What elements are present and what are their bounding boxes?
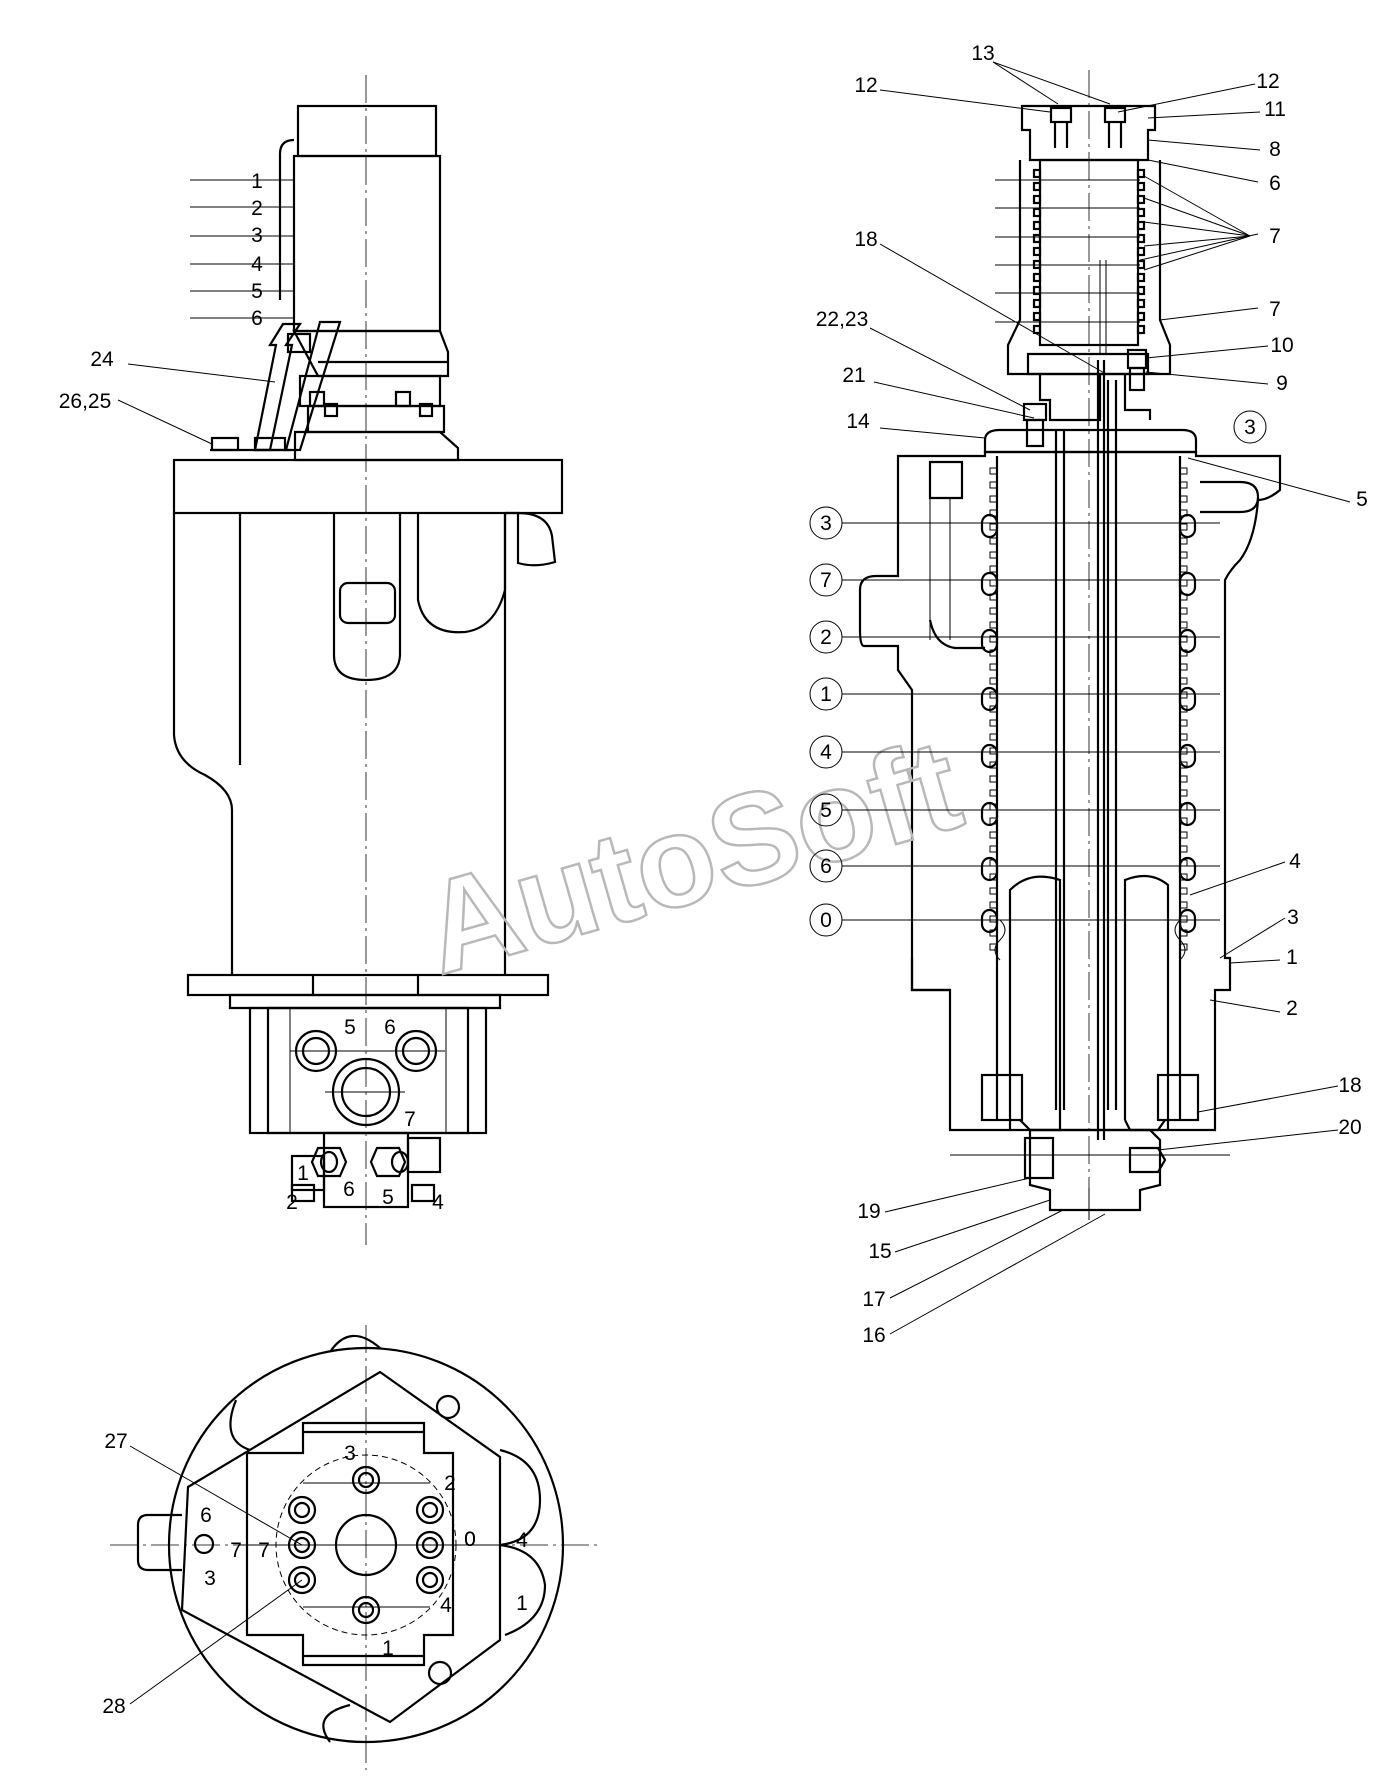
callout-18: 18 xyxy=(1338,1074,1361,1097)
callout-7: 7 xyxy=(230,1539,242,1562)
callout-2: 2 xyxy=(251,197,263,220)
callout-1: 1 xyxy=(251,170,263,193)
circled-position-label: 1 xyxy=(820,683,832,706)
circled-position-label: 2 xyxy=(820,626,832,649)
callout-11: 11 xyxy=(1264,98,1286,121)
circled-position-label: 3 xyxy=(1244,416,1256,439)
left-side-view xyxy=(172,75,564,1245)
callout-4: 4 xyxy=(1289,850,1301,873)
callout-5: 5 xyxy=(251,280,263,303)
circled-position-label: 5 xyxy=(820,799,832,822)
callout-2: 2 xyxy=(1286,997,1298,1020)
callout-3: 3 xyxy=(344,1442,356,1465)
callout-1: 1 xyxy=(382,1637,394,1660)
callout-7: 7 xyxy=(404,1108,416,1131)
callout-24: 24 xyxy=(90,348,114,371)
callout-6: 6 xyxy=(251,307,263,330)
callout-13: 13 xyxy=(971,42,994,65)
callout-6: 6 xyxy=(384,1016,396,1039)
circled-position-label: 3 xyxy=(820,512,832,535)
callout-4: 4 xyxy=(516,1529,528,1552)
callout-7: 7 xyxy=(1269,225,1281,248)
bolt-hole xyxy=(287,1565,317,1595)
callout-27: 27 xyxy=(104,1430,127,1453)
callout-21: 21 xyxy=(842,364,865,387)
callout-22-23: 22,23 xyxy=(816,308,869,331)
callout-18: 18 xyxy=(854,228,877,251)
callout-1: 1 xyxy=(297,1162,309,1185)
callout-4: 4 xyxy=(432,1191,444,1214)
bottom-plan-view xyxy=(110,1325,600,1770)
callout-17: 17 xyxy=(862,1288,885,1311)
callout-1: 1 xyxy=(1286,946,1298,969)
callout-5: 5 xyxy=(1356,488,1368,511)
callout-5: 5 xyxy=(344,1016,356,1039)
circled-position-label: 6 xyxy=(820,855,832,878)
circled-position-label: 7 xyxy=(820,569,832,592)
callout-3: 3 xyxy=(1287,906,1299,929)
callout-0: 0 xyxy=(464,1528,476,1551)
circled-position-label: 0 xyxy=(820,909,832,932)
watermark: AutoSoft xyxy=(407,710,975,1002)
callout-9: 9 xyxy=(1276,372,1288,395)
callout-7: 7 xyxy=(258,1539,270,1562)
circled-position-label: 4 xyxy=(820,741,832,764)
callout-6: 6 xyxy=(343,1178,355,1201)
callout-8: 8 xyxy=(1269,138,1281,161)
callout-6: 6 xyxy=(200,1504,212,1527)
callout-2: 2 xyxy=(286,1191,298,1214)
right-section-view xyxy=(858,70,1282,1220)
callout-3: 3 xyxy=(204,1567,216,1590)
callout-19: 19 xyxy=(857,1200,880,1223)
callout-3: 3 xyxy=(251,224,263,247)
callout-14: 14 xyxy=(846,410,870,433)
callout-12: 12 xyxy=(1256,70,1279,93)
callout-20: 20 xyxy=(1338,1116,1361,1139)
bolt-hole xyxy=(351,1465,381,1495)
callout-12: 12 xyxy=(854,74,877,97)
bolt-hole xyxy=(415,1565,445,1595)
callout-10: 10 xyxy=(1270,334,1293,357)
callout-6: 6 xyxy=(1269,172,1281,195)
callout-15: 15 xyxy=(868,1240,891,1263)
callout-5: 5 xyxy=(382,1186,394,1209)
circled-position xyxy=(1233,410,1267,444)
callout-0: 0 xyxy=(464,1528,476,1551)
callout-2: 2 xyxy=(444,1472,456,1495)
callout-28: 28 xyxy=(102,1695,125,1718)
callout-16: 16 xyxy=(862,1324,885,1347)
bolt-hole xyxy=(287,1495,317,1525)
bolt-hole xyxy=(351,1595,381,1625)
callout-7: 7 xyxy=(1269,298,1281,321)
callout-4: 4 xyxy=(440,1594,452,1617)
leader-lines xyxy=(117,61,1351,1705)
callout-1: 1 xyxy=(516,1592,528,1615)
bolt-hole xyxy=(415,1495,445,1525)
callout-26-25: 26,25 xyxy=(59,390,112,413)
callout-4: 4 xyxy=(251,253,263,276)
